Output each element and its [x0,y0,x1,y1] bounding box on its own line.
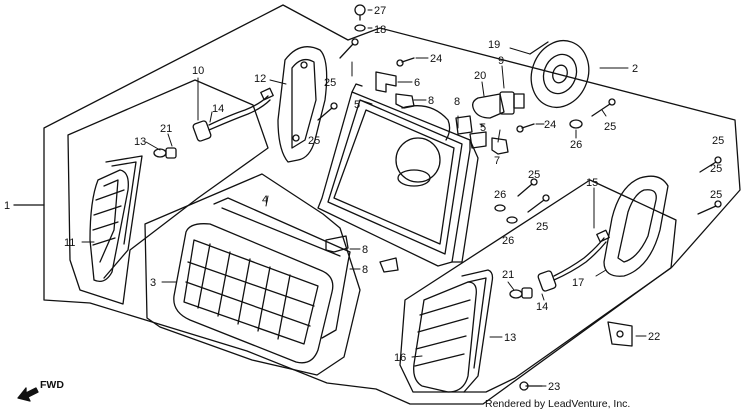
assembly-outline-3 [144,173,361,376]
callout-3: 3 [150,277,156,289]
callout-16: 16 [394,352,406,364]
callout-25d: 25 [712,135,724,147]
reflector [401,105,451,141]
screw-25-right-3 [697,200,722,215]
callout-9: 9 [498,55,504,67]
callout-21a: 21 [160,123,172,135]
clip-7 [491,137,509,155]
callout-25c: 25 [308,135,320,147]
clip-6 [375,71,397,93]
callout-2: 2 [632,63,638,75]
headlight-rim-4 [213,197,351,339]
callout-8c: 8 [362,244,368,256]
callout-numbers: 27 18 24 19 2 9 20 6 8 5 8 5 5 7 24 26 2… [64,5,724,393]
callout-24b: 24 [544,119,556,131]
callout-25f: 25 [710,189,722,201]
headlight-socket-19 [529,39,590,109]
washer-26-right-1 [569,119,583,129]
headlight-case-2 [317,83,479,267]
callout-17: 17 [572,277,584,289]
callout-19: 19 [488,39,500,51]
fwd-direction-arrow: FWD [17,379,64,402]
callout-8b: 8 [454,96,460,108]
screw-25-mid-1 [517,178,538,197]
bulb-21-left [153,147,177,159]
callout-15: 15 [586,177,598,189]
side-marker-lens-left [89,169,129,283]
bezel-12 [277,46,328,163]
callout-11: 11 [64,237,75,249]
callout-5b: 5 [480,122,486,134]
callout-4: 4 [262,194,268,206]
screw-25-right-2 [699,156,722,173]
bolt-23 [519,381,543,391]
callout-25g: 25 [528,169,540,181]
callout-8a: 8 [428,95,434,107]
callout-20: 20 [474,70,486,82]
washer-26-low [506,216,518,224]
side-marker-housing-13-right [461,269,494,393]
callout-5a: 5 [354,99,360,111]
screw-25-left-top [339,38,359,59]
assembly-outline-1 [43,4,741,405]
callout-13b: 13 [504,332,516,344]
callout-13a: 13 [134,136,146,148]
socket-14-right [537,229,610,292]
credit-text: Rendered by LeadVenture, Inc. [485,398,630,410]
bracket-22 [607,321,633,347]
side-marker-lens-right-16 [413,281,477,393]
callout-23: 23 [548,381,560,393]
callout-7: 7 [494,155,500,167]
leader-lines [81,9,647,387]
clip-8-lower-1 [325,235,349,253]
screw-25-right-1 [591,98,616,117]
callout-8d: 8 [362,264,368,276]
callout-25h: 25 [536,221,548,233]
screw-24-right [516,123,535,133]
callout-24a: 24 [430,53,442,65]
callout-26c: 26 [502,235,514,247]
callout-12: 12 [254,73,266,85]
clip-8-top [395,93,415,109]
assembly-outline-10 [67,79,269,305]
bulb-20 [472,91,525,119]
headlight-lens-3 [173,223,334,364]
callout-21b: 21 [502,269,514,281]
assembly-outline-15 [399,179,677,393]
clip-8-center [455,115,473,135]
socket-14-left [192,87,274,142]
clip-5-lower [469,131,487,149]
callout-10: 10 [192,65,204,77]
callout-25b: 25 [324,77,336,89]
washer-18 [354,24,366,32]
screw-27 [354,4,366,21]
screw-24-top [396,57,415,67]
callout-25a: 25 [604,121,616,133]
clip-8-lower-2 [379,257,399,273]
callout-1: 1 [4,200,45,212]
callout-26b: 26 [494,189,506,201]
washer-26-mid [494,204,506,212]
callout-25e: 25 [710,163,722,175]
fwd-label: FWD [40,379,64,391]
side-marker-housing-left [103,155,143,279]
callout-27: 27 [374,5,386,17]
screw-25-left-bottom [317,102,338,121]
callout-6: 6 [414,77,420,89]
callout-18: 18 [374,24,386,36]
screw-25-mid-2 [527,194,550,213]
callout-14a: 14 [212,103,224,115]
callout-22: 22 [648,331,660,343]
svg-text:1: 1 [4,200,10,212]
callout-26a: 26 [570,139,582,151]
bulb-21-right [509,287,533,299]
callout-14b: 14 [536,301,548,313]
side-marker-housing-17 [603,175,669,277]
